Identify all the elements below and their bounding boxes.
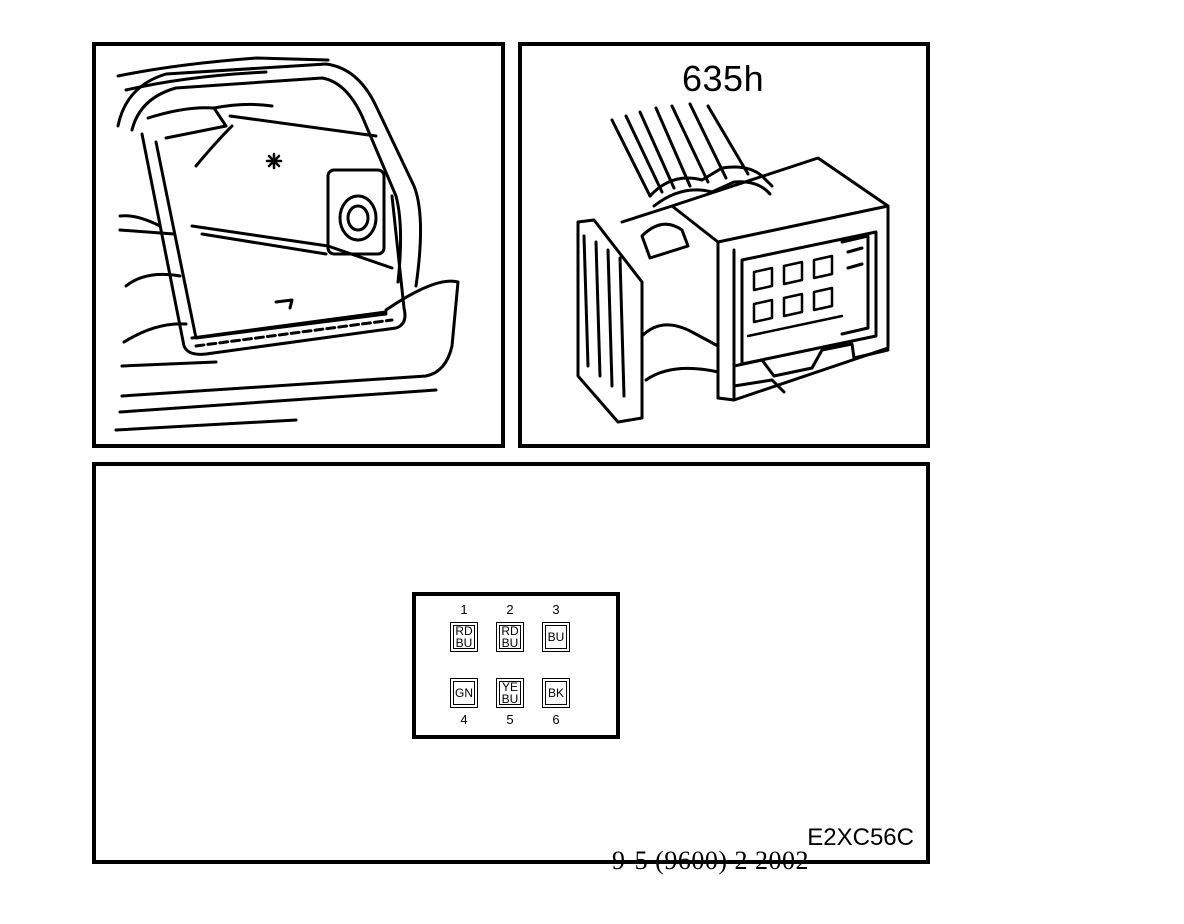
pin-wire-color: BU bbox=[547, 630, 565, 644]
trunk-drawing bbox=[114, 56, 460, 432]
connector-title: 635h bbox=[682, 58, 765, 99]
pin-wire-color: BU bbox=[501, 692, 519, 706]
pin-wire-color: RD bbox=[455, 624, 473, 638]
pin-wire-color: RD bbox=[501, 624, 519, 638]
pin-wire-color: BU bbox=[501, 636, 519, 650]
pin-cell: BK bbox=[542, 678, 570, 708]
model-year-label: 9-5 (9600) 2 2002 bbox=[612, 846, 809, 875]
pin-number: 5 bbox=[506, 712, 514, 727]
pin-number: 2 bbox=[506, 602, 514, 617]
pin-cell: BU bbox=[542, 622, 570, 652]
pin-number: 4 bbox=[460, 712, 468, 727]
trunk-location-illustration bbox=[92, 42, 505, 448]
pin-number: 6 bbox=[552, 712, 560, 727]
pin-number: 1 bbox=[460, 602, 468, 617]
pin-wire-color: BU bbox=[455, 636, 473, 650]
pin-wire-color: YE bbox=[501, 680, 518, 694]
pin-cell: GN bbox=[450, 678, 478, 708]
pin-wire-color: GN bbox=[455, 686, 473, 700]
pin-number: 3 bbox=[552, 602, 560, 617]
pin-wire-color: BK bbox=[547, 686, 564, 700]
connector-drawing bbox=[576, 102, 890, 424]
connector-illustration: 635h bbox=[518, 42, 930, 448]
diagram-code: E2XC56C bbox=[807, 824, 914, 851]
